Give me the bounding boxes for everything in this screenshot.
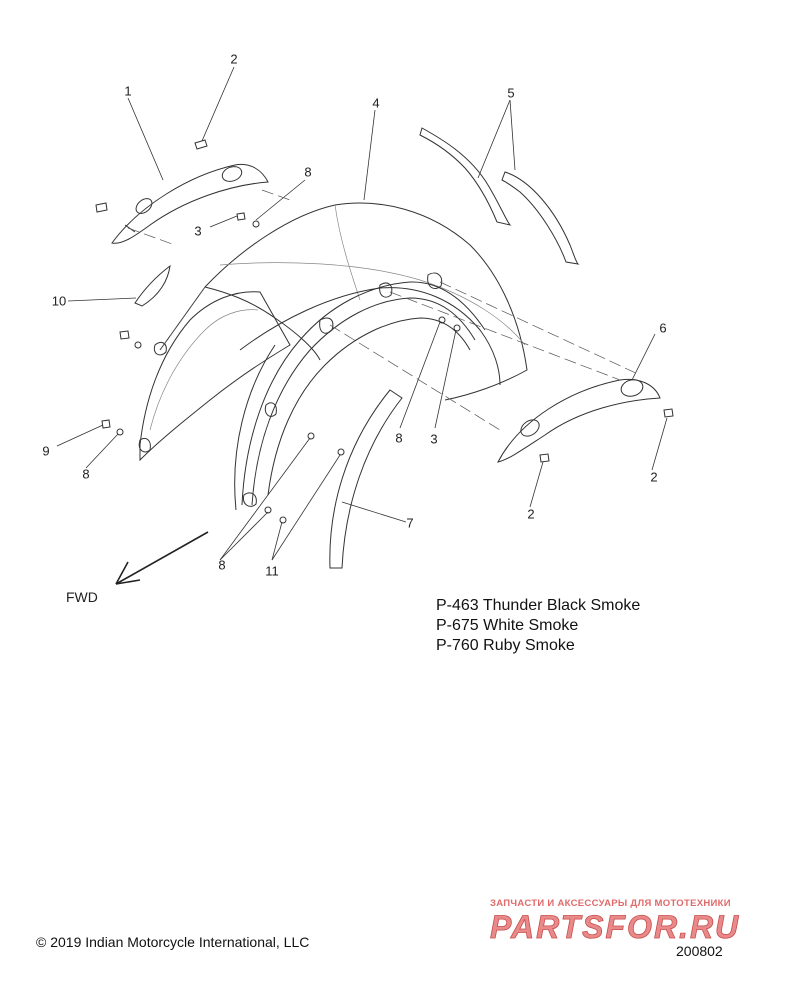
callout-5: 5 — [507, 85, 515, 101]
callout-8: 8 — [82, 466, 90, 482]
copyright-notice: © 2019 Indian Motorcycle International, … — [36, 934, 310, 950]
forward-arrow-icon — [115, 531, 209, 585]
callout-8: 8 — [395, 430, 403, 446]
color-option: P-675 White Smoke — [436, 617, 579, 634]
callout-3: 3 — [194, 223, 202, 239]
callout-8: 8 — [304, 164, 312, 180]
callout-9: 9 — [42, 443, 50, 459]
trim-strip-part-5 — [419, 127, 580, 265]
callout-2: 2 — [527, 506, 535, 522]
color-options-list: P-463 Thunder Black Smoke P-675 White Sm… — [436, 596, 640, 656]
callout-1: 1 — [124, 83, 132, 99]
callout-3: 3 — [430, 431, 438, 447]
rear-fender-part-4 — [204, 202, 528, 511]
callout-2: 2 — [230, 51, 238, 67]
callout-7: 7 — [406, 515, 414, 531]
color-option: P-760 Ruby Smoke — [436, 637, 575, 654]
trim-strip-part-7 — [329, 389, 403, 569]
trim-strip-part-10 — [134, 264, 171, 307]
callout-4: 4 — [372, 95, 380, 111]
watermark-tagline: ЗАПЧАСТИ И АКСЕССУАРЫ ДЛЯ МОТОТЕХНИКИ — [490, 898, 731, 909]
fwd-label: FWD — [66, 589, 98, 605]
light-bar-part-6 — [497, 378, 661, 463]
callout-2: 2 — [650, 469, 658, 485]
light-bar-part-1 — [111, 163, 269, 244]
leader-lines — [56, 66, 668, 561]
assembly-guide-lines — [127, 189, 641, 431]
diagram-id: 200802 — [676, 943, 723, 959]
callout-10: 10 — [51, 293, 67, 309]
callout-8: 8 — [218, 557, 226, 573]
callout-11: 11 — [265, 563, 279, 579]
watermark-logo: PARTSFOR.RU — [490, 909, 740, 946]
color-option: P-463 Thunder Black Smoke — [436, 597, 641, 614]
fasteners — [95, 139, 674, 524]
callout-6: 6 — [659, 320, 667, 336]
svg-text:PARTSFOR.RU: PARTSFOR.RU — [490, 909, 740, 945]
